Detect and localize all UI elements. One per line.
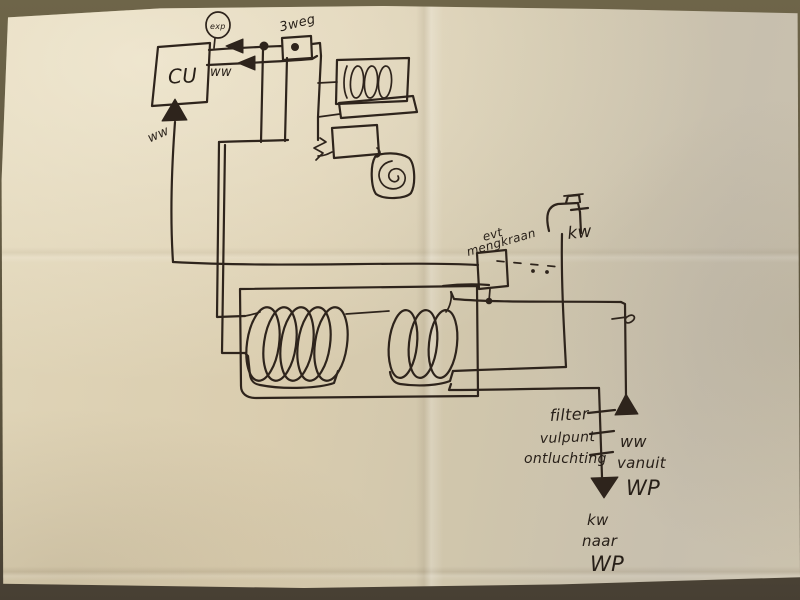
expansion-vessel-label: exp [210, 22, 226, 31]
pump-spiral-icon [378, 160, 406, 190]
three-way-valve: 3weg [278, 12, 323, 62]
piping-cv-to-tank [215, 48, 290, 355]
tank-coil-1 [243, 306, 390, 389]
buffer-tank [238, 284, 480, 400]
air-vent-fitting-tick [588, 450, 615, 457]
valve-dot [291, 43, 299, 51]
ww-from-wp-line3: WP [626, 476, 660, 500]
filter-fitting-tick [586, 408, 617, 415]
filter-label: filter [549, 404, 590, 425]
arrow-left-pipe1-icon [225, 38, 244, 54]
tank-coil-2 [387, 291, 459, 387]
mixing-valve-note-word1: evt [481, 225, 505, 244]
ww-from-heatpump-line: ww vanuit WP [611, 300, 667, 500]
mixing-valve: evt mengkraan [465, 225, 561, 302]
ww-from-wp-line1: ww [620, 432, 647, 451]
dashed-option-line [496, 260, 561, 268]
fill-point-fitting-tick [588, 429, 616, 436]
boiler-label: CU [167, 63, 197, 88]
fill-point-label: vulpunt [540, 429, 596, 447]
kw-to-wp-line3: WP [590, 552, 624, 576]
circulation-pump [317, 123, 416, 200]
arrow-left-pipe2-icon [237, 55, 256, 71]
piping-ww-to-tap [170, 120, 480, 267]
three-way-valve-label: 3weg [278, 12, 317, 35]
ww-from-wp-line2: vanuit [617, 454, 667, 472]
cold-water-tap: kw [546, 193, 593, 369]
kw-to-wp-line1: kw [587, 511, 609, 529]
junction-dot [485, 297, 493, 305]
warm-water-to-boiler-label: ww [145, 124, 171, 147]
pipe-junction-dot [259, 41, 269, 51]
kw-to-heatpump-line: filter vulpunt ontluchting kw naar WP [524, 386, 624, 576]
arrow-up-from-wp-icon [614, 393, 639, 416]
radiator [334, 56, 419, 120]
boiler-cv: CU ww [145, 41, 212, 147]
arrow-up-into-boiler-icon [161, 98, 188, 122]
air-vent-label: ontluchting [524, 451, 607, 467]
expansion-vessel: exp [205, 11, 231, 49]
shutoff-valve-icon [611, 314, 636, 324]
warm-water-pipe-label: ww [210, 65, 232, 80]
arrow-down-to-wp-icon [590, 476, 619, 499]
radiator-circuit [313, 54, 419, 200]
kw-to-wp-line2: naar [582, 532, 618, 550]
cold-water-tap-label: kw [566, 222, 592, 244]
piping-tank-right [441, 283, 623, 392]
